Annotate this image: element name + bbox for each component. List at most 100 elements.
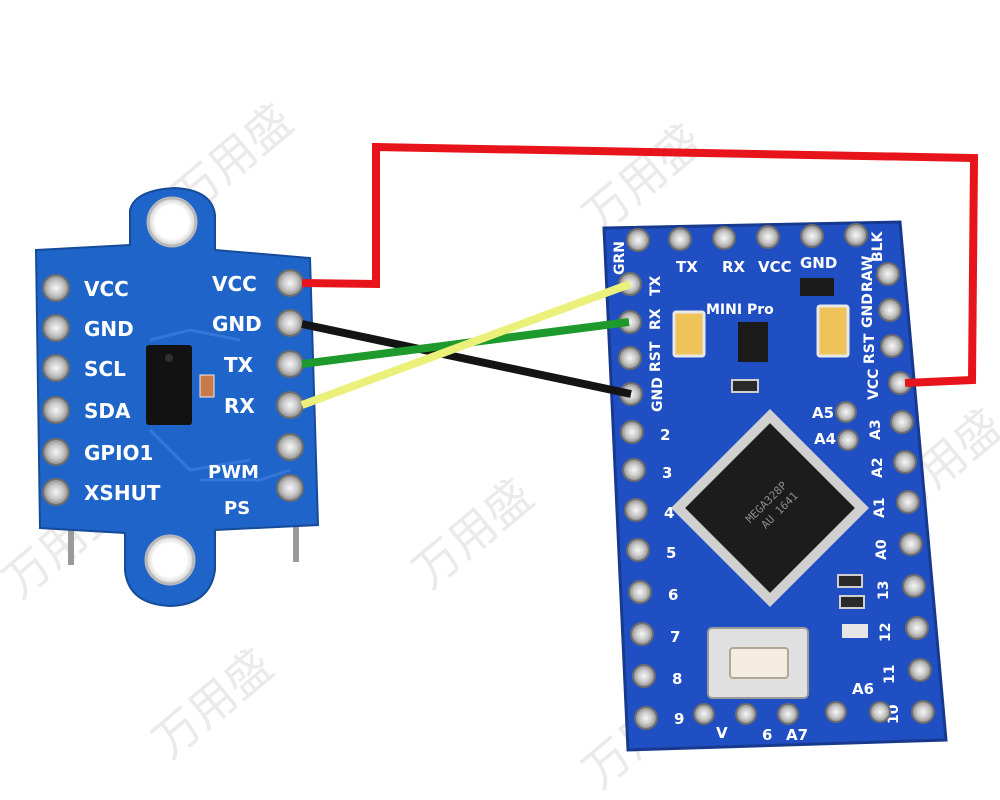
pin-pad: [712, 226, 736, 250]
right-labels: VCC GND TX RX PWM PS: [208, 272, 262, 519]
pin-pad: [893, 450, 917, 474]
pin-pad: [878, 298, 902, 322]
pin-pad: [835, 401, 857, 423]
pin-pad: [902, 574, 926, 598]
voltage-regulator: [738, 322, 768, 362]
pin-label-tx: TX: [648, 275, 664, 296]
pin-label-7: 7: [670, 628, 680, 646]
pin-label-gnd: GND: [212, 312, 262, 336]
pin-label-a2: A2: [870, 457, 886, 478]
left-column-labels: TX RX RST GND 2 3 4 5 6 7 8 9: [648, 275, 684, 728]
smd-part: [800, 278, 834, 296]
pin-pad: [905, 616, 929, 640]
mount-hole: [144, 534, 196, 586]
pin-pad: [42, 438, 70, 466]
pin-pad: [42, 354, 70, 382]
pin-pad: [276, 474, 304, 502]
pcb-trace: [200, 468, 291, 482]
pin-label-3: 3: [662, 464, 672, 482]
mcu-body: [685, 423, 855, 593]
pin-label-a3: A3: [868, 419, 884, 440]
pin-pad: [756, 225, 780, 249]
left-header: [42, 274, 70, 506]
pin-label-blk: BLK: [870, 230, 886, 262]
wire-gnd: [301, 320, 632, 398]
pro-mini-board: GRN TX RX VCC GND BLK TX RX RST GND: [602, 220, 948, 752]
watermark-text: 万用盛: [142, 638, 282, 768]
pin-label-pwm: PWM: [208, 462, 259, 483]
pin-pad: [899, 532, 923, 556]
pin-label-a1: A1: [872, 497, 888, 518]
right-column-labels: RAW GND RST VCC A3 A2 A1 A0 13 12 11 10: [860, 256, 902, 724]
pin-label-rx: RX: [648, 308, 664, 330]
pin-pad: [880, 334, 904, 358]
pin-label-rx: RX: [722, 258, 746, 276]
smd-resistor: [731, 379, 759, 393]
pin-label-gnd: GND: [84, 317, 134, 341]
wire-vcc: [301, 142, 979, 387]
pcb-trace: [148, 428, 251, 472]
pin-pad: [42, 314, 70, 342]
pin-pad: [276, 269, 304, 297]
pin-label-rst: RST: [862, 333, 878, 364]
bottom-row-pads: [693, 701, 847, 725]
pin-label-raw: RAW: [860, 256, 876, 292]
pin-pad: [42, 478, 70, 506]
pin-pad: [626, 538, 650, 562]
pin-pad: [890, 410, 914, 434]
pin-pad: [42, 274, 70, 302]
smd-resistor: [842, 624, 868, 638]
mount-hole: [146, 196, 198, 248]
pin-pad: [876, 262, 900, 286]
pin-label-12: 12: [878, 623, 894, 642]
smd-capacitor: [199, 374, 215, 398]
pin-pad: [276, 433, 304, 461]
pin-pad: [618, 346, 642, 370]
pin-pad: [42, 396, 70, 424]
pin-label-6: 6: [668, 586, 678, 604]
pin-pad: [825, 701, 847, 723]
watermark-text: 万用盛: [402, 468, 542, 598]
pin-pad: [276, 350, 304, 378]
sensor-chip: [146, 345, 192, 425]
pin-label-sda: SDA: [84, 399, 131, 423]
pcb-trace: [149, 328, 241, 342]
header-leg: [293, 520, 299, 562]
pin-pad: [626, 228, 650, 252]
right-header: [276, 269, 304, 502]
pin-label-a0: A0: [874, 539, 890, 560]
pin-pad: [632, 664, 656, 688]
pin-label-a7: A7: [786, 726, 808, 744]
pin-pad: [276, 309, 304, 337]
pin-label-a5: A5: [812, 404, 834, 422]
pin-label-8: 8: [672, 670, 682, 688]
header-leg: [68, 520, 74, 565]
pin-pad: [693, 703, 715, 725]
pin-label-5: 5: [666, 544, 676, 562]
pin-label-vcc: VCC: [758, 258, 792, 276]
reset-button: [729, 647, 789, 679]
pin-label-6: 6: [762, 726, 772, 744]
pin-label-a4: A4: [814, 430, 836, 448]
pin-pad: [620, 420, 644, 444]
left-labels: VCC GND SCL SDA GPIO1 XSHUT: [84, 277, 161, 505]
pin-label-11: 11: [882, 665, 898, 684]
smd-resistor: [839, 595, 865, 609]
sensor-aperture: [165, 354, 173, 362]
pin-label-gnd: GND: [800, 254, 837, 272]
pin-pad: [777, 703, 799, 725]
watermark-text: 万用盛: [572, 113, 712, 243]
tantalum-capacitor: [672, 310, 706, 358]
pin-pad: [735, 703, 757, 725]
pin-label-vcc: VCC: [866, 369, 882, 400]
pin-label-vcc: VCC: [84, 277, 129, 301]
pin-label-grn: GRN: [612, 241, 628, 275]
pin-label-vcc: VCC: [212, 272, 257, 296]
pin-pad: [869, 701, 891, 723]
pin-pad: [276, 391, 304, 419]
board-name: MINI Pro: [706, 302, 774, 318]
pin-pad: [896, 490, 920, 514]
smd-resistor: [837, 574, 863, 588]
pin-pad: [624, 498, 648, 522]
pin-label-xshut: XSHUT: [84, 481, 161, 505]
